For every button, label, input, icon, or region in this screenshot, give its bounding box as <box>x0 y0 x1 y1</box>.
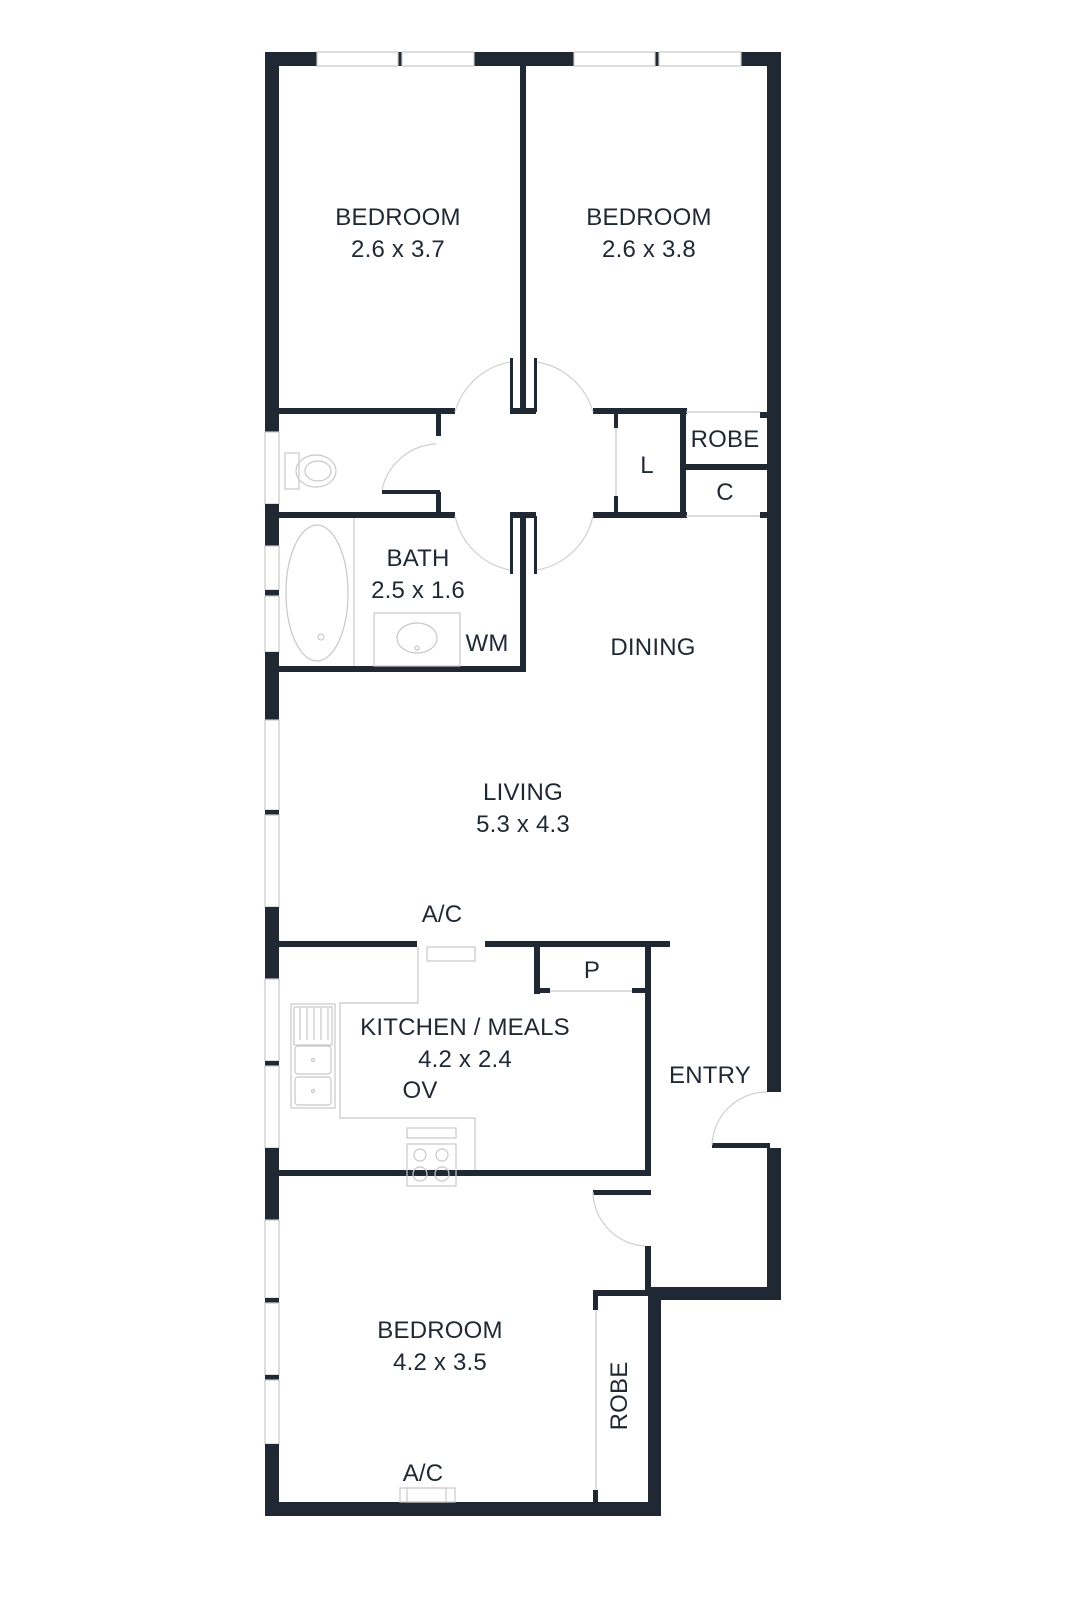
room-label-bedroom-3: BEDROOM 4.2 x 3.5 <box>377 1315 502 1379</box>
basin-icon <box>373 612 461 667</box>
toilet-icon <box>284 452 337 490</box>
room-name: KITCHEN / MEALS <box>360 1014 570 1041</box>
room-size: 4.2 x 2.4 <box>418 1046 512 1073</box>
room-label-linen: L <box>640 452 654 479</box>
outer-walls <box>264 51 781 1516</box>
room-size: 2.5 x 1.6 <box>371 577 465 604</box>
room-label-bedroom-2: BEDROOM 2.6 x 3.8 <box>586 202 711 266</box>
label-oven: OV <box>402 1077 438 1104</box>
room-label-pantry: P <box>583 957 601 984</box>
room-label-dining: DINING <box>610 634 696 661</box>
cooktop-icon <box>406 1127 457 1187</box>
room-size: 5.3 x 4.3 <box>476 811 570 838</box>
room-size: 2.6 x 3.8 <box>602 236 696 263</box>
room-name: LIVING <box>483 779 563 806</box>
room-label-bedroom-1: BEDROOM 2.6 x 3.7 <box>335 202 460 266</box>
room-label-living: LIVING 5.3 x 4.3 <box>476 777 570 841</box>
room-label-cupboard: C <box>716 479 734 506</box>
ac-unit-icon <box>426 946 476 962</box>
label-ac-living: A/C <box>421 901 463 928</box>
bathtub-icon <box>285 518 355 666</box>
door-swings <box>381 361 768 1490</box>
ac-unit-icon <box>406 1487 456 1503</box>
room-label-robe-upper: ROBE <box>690 426 760 453</box>
room-label-bath: BATH 2.5 x 1.6 <box>371 543 465 607</box>
label-ac-bedroom: A/C <box>402 1460 444 1487</box>
room-name: BEDROOM <box>335 204 461 231</box>
room-label-robe-lower: ROBE <box>606 1361 633 1431</box>
room-name: BEDROOM <box>586 204 712 231</box>
interior-walls <box>279 66 770 1504</box>
room-label-wm: WM <box>465 630 509 657</box>
room-name: BEDROOM <box>377 1317 503 1344</box>
room-size: 4.2 x 3.5 <box>393 1349 487 1376</box>
fixtures <box>284 452 476 1503</box>
room-name: BATH <box>386 545 450 572</box>
room-label-kitchen: KITCHEN / MEALS 4.2 x 2.4 <box>360 1012 570 1076</box>
room-size: 2.6 x 3.7 <box>351 236 445 263</box>
kitchen-bench <box>290 947 476 1170</box>
room-label-entry: ENTRY <box>669 1062 751 1089</box>
